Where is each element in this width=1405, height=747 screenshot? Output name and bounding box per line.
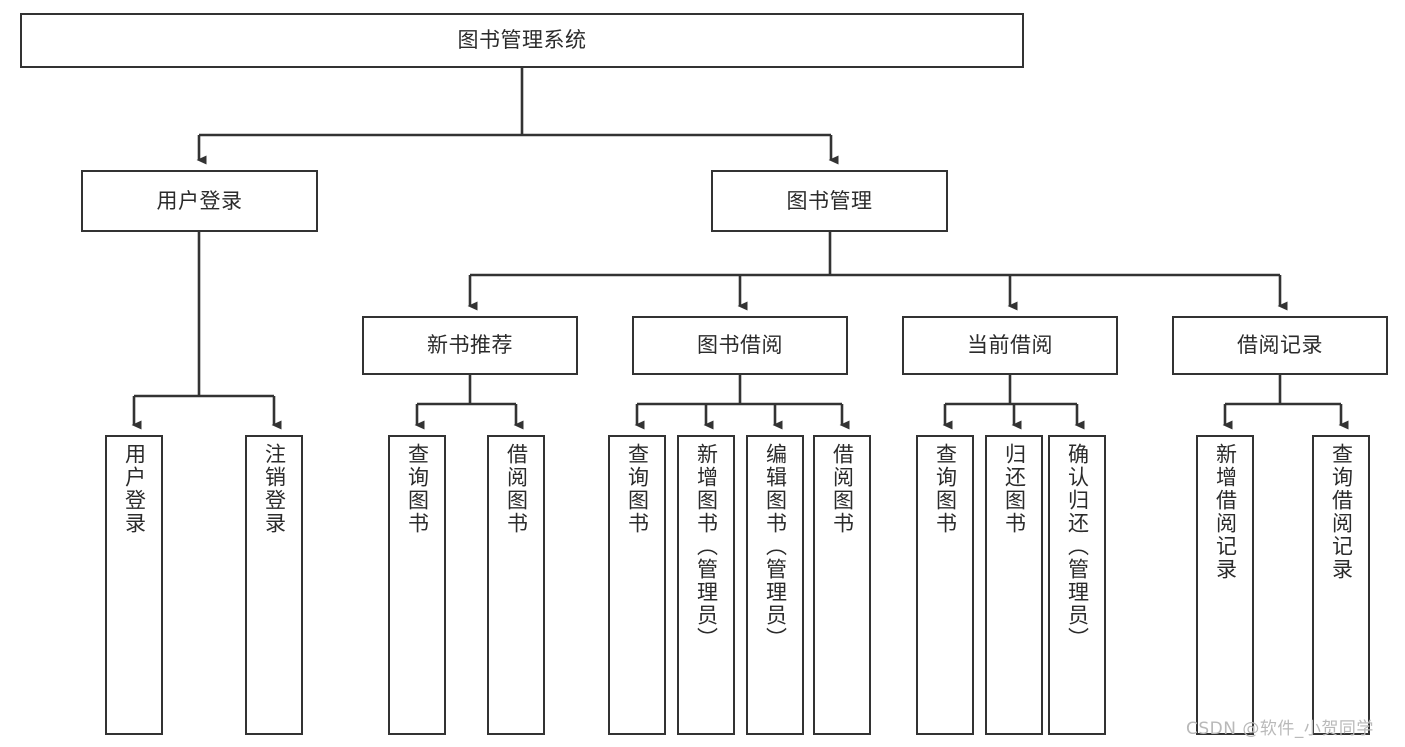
node-label: 新增图书（管理员） xyxy=(694,443,719,650)
node-label: 图书管理系统 xyxy=(457,28,587,53)
node-borrow-record[interactable]: 借阅记录 xyxy=(1172,316,1388,375)
node-label: 借阅图书 xyxy=(504,443,529,535)
node-current-borrow[interactable]: 当前借阅 xyxy=(902,316,1118,375)
node-new-book-recommend[interactable]: 新书推荐 xyxy=(362,316,578,375)
edge-group-root xyxy=(196,68,839,165)
node-leaf-add-borrow-record[interactable]: 新增借阅记录 xyxy=(1196,435,1254,735)
node-leaf-user-login[interactable]: 用户登录 xyxy=(105,435,163,735)
node-label: 图书管理 xyxy=(786,188,873,213)
node-label: 编辑图书（管理员） xyxy=(763,443,788,650)
node-leaf-query-book-borrow[interactable]: 查询图书 xyxy=(608,435,666,735)
node-leaf-query-book-current[interactable]: 查询图书 xyxy=(916,435,974,735)
edge-group-current-borrow xyxy=(942,375,1085,430)
node-leaf-query-borrow-record[interactable]: 查询借阅记录 xyxy=(1312,435,1370,735)
node-label: 确认归还（管理员） xyxy=(1065,443,1090,650)
node-label: 查询借阅记录 xyxy=(1329,443,1354,581)
node-leaf-query-book-recommend[interactable]: 查询图书 xyxy=(388,435,446,735)
node-book-borrow[interactable]: 图书借阅 xyxy=(632,316,848,375)
node-user-login[interactable]: 用户登录 xyxy=(81,170,318,232)
node-leaf-logout[interactable]: 注销登录 xyxy=(245,435,303,735)
edge-group-user-login xyxy=(131,232,282,430)
node-label: 查询图书 xyxy=(933,443,958,535)
node-leaf-borrow-book[interactable]: 借阅图书 xyxy=(813,435,871,735)
node-label: 用户登录 xyxy=(156,188,243,213)
node-leaf-borrow-book-recommend[interactable]: 借阅图书 xyxy=(487,435,545,735)
node-leaf-edit-book[interactable]: 编辑图书（管理员） xyxy=(746,435,804,735)
edge-group-borrow-record xyxy=(1222,375,1349,430)
edge-group-book-borrow xyxy=(634,375,850,430)
edge-group-book-management xyxy=(467,232,1288,311)
node-label: 用户登录 xyxy=(122,443,147,535)
node-label: 借阅图书 xyxy=(830,443,855,535)
node-label: 当前借阅 xyxy=(967,333,1053,358)
node-label: 新书推荐 xyxy=(427,333,513,358)
node-label: 注销登录 xyxy=(262,443,287,535)
edge-group-new-book-recommend xyxy=(414,375,524,430)
node-book-management[interactable]: 图书管理 xyxy=(711,170,948,232)
node-label: 查询图书 xyxy=(405,443,430,535)
node-leaf-confirm-return[interactable]: 确认归还（管理员） xyxy=(1048,435,1106,735)
node-root-system[interactable]: 图书管理系统 xyxy=(20,13,1024,68)
node-label: 图书借阅 xyxy=(697,333,783,358)
node-leaf-return-book[interactable]: 归还图书 xyxy=(985,435,1043,735)
node-label: 查询图书 xyxy=(625,443,650,535)
node-leaf-add-book[interactable]: 新增图书（管理员） xyxy=(677,435,735,735)
node-label: 借阅记录 xyxy=(1237,333,1323,358)
node-label: 归还图书 xyxy=(1002,443,1027,535)
node-label: 新增借阅记录 xyxy=(1213,443,1238,581)
